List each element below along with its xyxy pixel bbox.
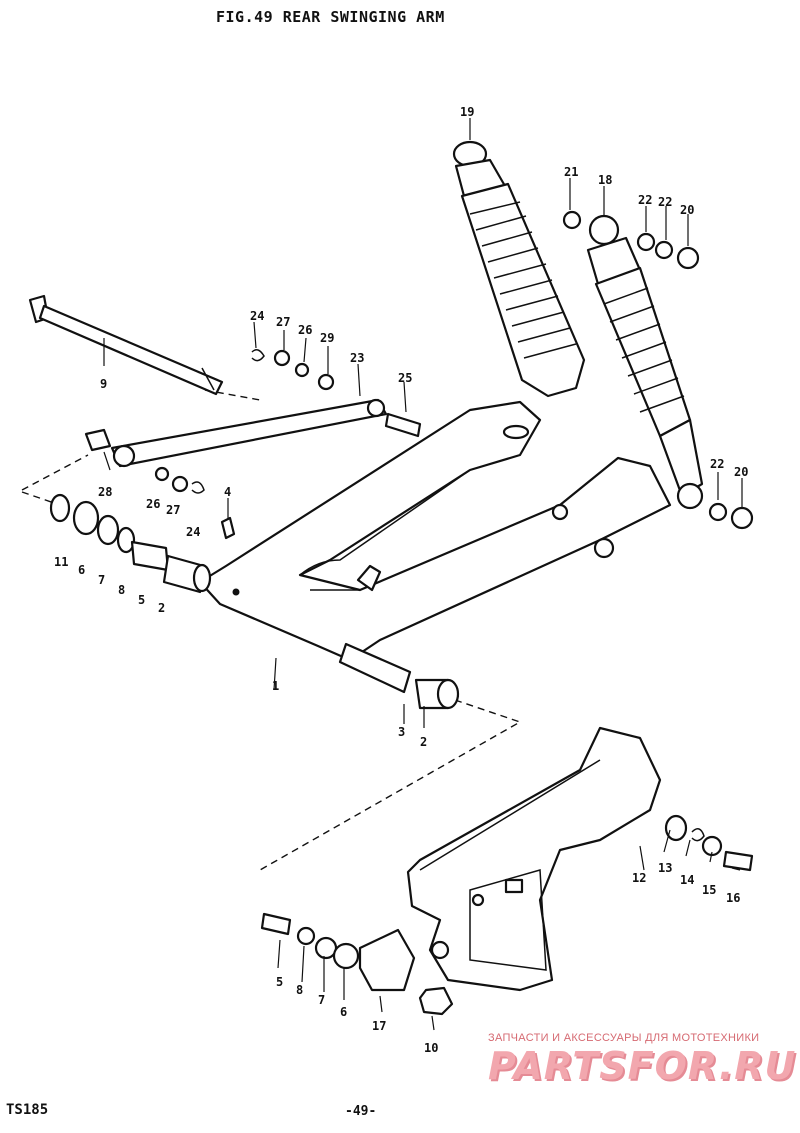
assembly-line-axle (204, 389, 261, 401)
label-part-13: 13 (658, 861, 672, 875)
torque-link (84, 398, 388, 468)
label-part-25: 25 (398, 371, 412, 385)
label-part-28: 28 (98, 485, 112, 499)
watermark-caption: ЗАПЧАСТИ И АКСЕССУАРЫ ДЛЯ МОТОТЕХНИКИ (488, 1032, 760, 1044)
label-part-26b: 26 (146, 497, 160, 511)
label-part-22c: 22 (710, 457, 724, 471)
pivot-stack-right (338, 642, 460, 710)
label-part-14: 14 (680, 873, 694, 887)
label-part-5b: 5 (276, 975, 283, 989)
label-part-5a: 5 (138, 593, 145, 607)
link-hardware-lower (154, 466, 205, 494)
swing-arm (198, 400, 672, 662)
label-part-2b: 2 (420, 735, 427, 749)
assembly-line-left (21, 454, 89, 506)
label-part-26a: 26 (298, 323, 312, 337)
label-part-22a: 22 (638, 193, 652, 207)
label-part-20a: 20 (680, 203, 694, 217)
label-part-29: 29 (320, 331, 334, 345)
grease-nipple (220, 516, 236, 540)
pivot-stack-left (49, 493, 212, 594)
label-part-21: 21 (564, 165, 578, 179)
assembly-line-lower (259, 699, 522, 871)
watermark-logo: PARTSFOR.RU (488, 1044, 797, 1088)
figure-title: FIG.49 REAR SWINGING ARM (216, 8, 445, 26)
label-part-24b: 24 (186, 525, 200, 539)
label-part-6b: 6 (340, 1005, 347, 1019)
link-hardware-upper (251, 349, 335, 391)
label-part-9: 9 (100, 377, 107, 391)
label-part-1: 1 (272, 679, 279, 693)
label-part-3: 3 (398, 725, 405, 739)
label-part-27a: 27 (276, 315, 290, 329)
label-part-8a: 8 (118, 583, 125, 597)
label-part-16: 16 (726, 891, 740, 905)
label-part-24a: 24 (250, 309, 264, 323)
label-part-17: 17 (372, 1019, 386, 1033)
label-part-22b: 22 (658, 195, 672, 209)
label-part-20b: 20 (734, 465, 748, 479)
shock-bottom-hardware (708, 502, 754, 530)
label-part-27b: 27 (166, 503, 180, 517)
label-part-4: 4 (224, 485, 231, 499)
leader-lines (103, 118, 743, 1031)
label-part-8b: 8 (296, 983, 303, 997)
shock-absorber-left (452, 140, 586, 398)
label-part-11: 11 (54, 555, 68, 569)
label-part-10: 10 (424, 1041, 438, 1055)
lock-nut (418, 986, 454, 1016)
shock-absorber-right (586, 214, 704, 510)
label-part-7b: 7 (318, 993, 325, 1007)
chain-case-hardware (664, 814, 754, 872)
label-part-18: 18 (598, 173, 612, 187)
label-part-7a: 7 (98, 573, 105, 587)
label-part-23: 23 (350, 351, 364, 365)
page-number: -49- (345, 1104, 377, 1119)
model-code: TS185 (6, 1102, 49, 1118)
label-part-12: 12 (632, 871, 646, 885)
label-part-2a: 2 (158, 601, 165, 615)
pivot-bolt (28, 294, 224, 396)
label-part-15: 15 (702, 883, 716, 897)
label-part-6a: 6 (78, 563, 85, 577)
torque-link-bolt (384, 412, 422, 438)
chain-case (406, 726, 662, 992)
lower-bushing-stack (260, 912, 416, 992)
shock-top-hardware (562, 210, 700, 270)
label-part-19: 19 (460, 105, 474, 119)
